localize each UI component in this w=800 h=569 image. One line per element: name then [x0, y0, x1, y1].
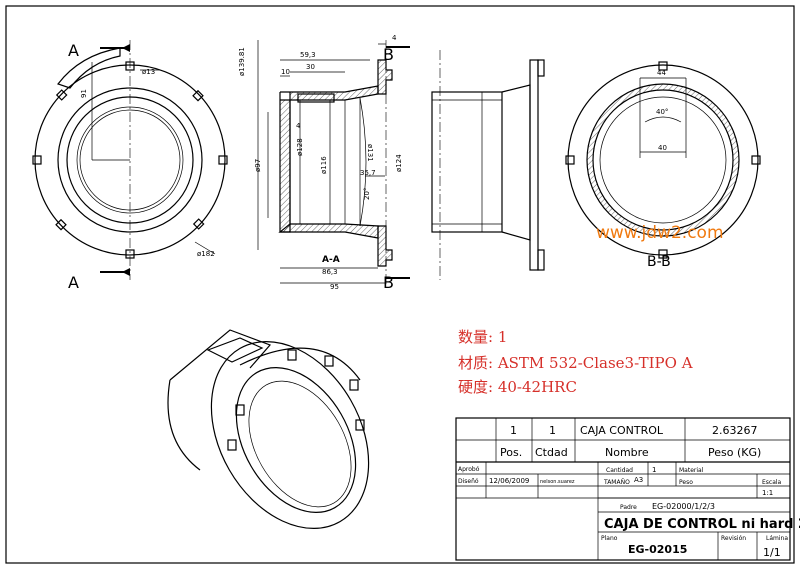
dim-d116: ø116 [320, 156, 328, 174]
note-hardness: 硬度: 40-42HRC [458, 378, 577, 396]
dim-95: 95 [330, 283, 339, 291]
dim-d182: ø182 [197, 250, 215, 258]
tb-aprobo-label: Aprobó [458, 466, 480, 473]
dim-40deg: 40° [656, 108, 668, 116]
dim-d128: ø128 [296, 138, 304, 156]
tb-name-header: Nombre [605, 446, 649, 459]
section-bb-label: B-B [647, 254, 671, 270]
section-bb-view [565, 61, 761, 259]
tb-peso-label: Peso [679, 479, 693, 486]
tb-date: 12/06/2009 [489, 477, 529, 485]
dim-20deg: 20° [363, 188, 371, 200]
note-quantity: 数量: 1 [458, 328, 507, 346]
section-aa-label: A-A [322, 255, 340, 265]
dim-d124: ø124 [395, 154, 403, 172]
tb-padre-value: EG-02000/1/2/3 [652, 502, 715, 511]
note-material: 材质: ASTM 532-Clase3-TIPO A [458, 354, 693, 372]
section-label-b-top: B [383, 45, 394, 64]
tb-pos-header: Pos. [500, 446, 522, 459]
tb-weight-header: Peso (KG) [708, 446, 761, 459]
tb-drawing-title: CAJA DE CONTROL ni hard 2 [604, 517, 800, 532]
title-block [455, 417, 791, 561]
tb-name-value: CAJA CONTROL [580, 424, 664, 437]
tb-pos-value: 1 [510, 424, 517, 437]
tb-tamano-value: A3 [634, 476, 643, 484]
section-label-b-bottom: B [383, 273, 394, 292]
section-label-a-bottom: A [68, 273, 79, 292]
tb-plano-value: EG-02015 [628, 543, 687, 556]
isometric-view [167, 329, 370, 530]
tb-lamina-value: 1/1 [763, 546, 781, 559]
sheet-border [5, 5, 795, 564]
tb-revision-label: Revisión [721, 535, 746, 542]
tb-plano-label: Plano [601, 535, 618, 542]
dim-d97: ø97 [254, 159, 262, 172]
dim-86-3: 86,3 [322, 268, 338, 276]
front-view [32, 40, 228, 280]
tb-tamano-label: TAMAÑO [603, 479, 630, 486]
dim-4-mid: 4 [296, 122, 301, 130]
tb-cantidad-label: Cantidad [606, 467, 633, 474]
dim-91: 91 [80, 89, 88, 98]
dim-44: 44 [657, 69, 666, 77]
tb-qty-header: Ctdad [535, 446, 568, 459]
tb-lamina-label: Lámina [766, 535, 788, 542]
tb-padre-label: Padre [620, 504, 637, 511]
dim-d131: ø131 [366, 144, 374, 162]
side-view [431, 50, 545, 280]
tb-material-label: Material [679, 467, 704, 474]
tb-cantidad-value: 1 [652, 466, 656, 474]
tb-escala-value: 1:1 [762, 489, 773, 497]
tb-diseno-label: Diseñó [458, 478, 479, 485]
dim-10: 10 [281, 68, 290, 76]
dim-d139: ø139.81 [238, 47, 246, 76]
tb-weight-value: 2.63267 [712, 424, 758, 437]
dim-35-7: 35,7 [360, 169, 376, 177]
dim-4-top: 4 [392, 34, 397, 42]
section-label-a-top: A [68, 41, 79, 60]
dim-30: 30 [306, 63, 315, 71]
watermark: www.jdw2.com [596, 223, 724, 243]
dim-40: 40 [658, 144, 667, 152]
dim-d13: ø13 [142, 68, 155, 76]
tb-escala-label: Escala [762, 479, 782, 486]
section-aa-view [257, 40, 410, 285]
dim-59-3: 59,3 [300, 51, 316, 59]
tb-qty-value: 1 [549, 424, 556, 437]
tb-designer: nelson.suarez [540, 479, 575, 485]
